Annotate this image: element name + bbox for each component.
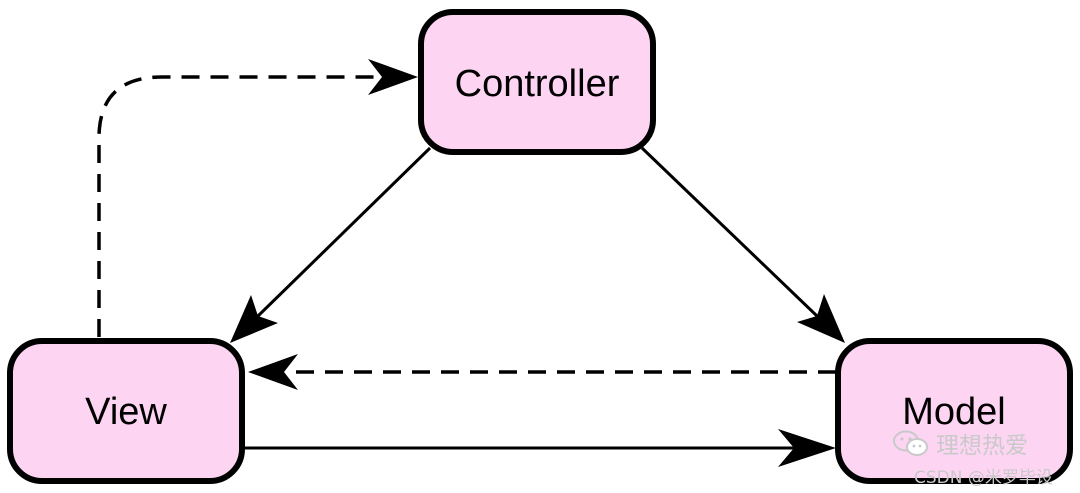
view-box: [7, 338, 245, 484]
wechat-icon: [893, 430, 928, 456]
watermark-sub: CSDN @米罗毕设: [914, 468, 1053, 488]
edge-controller-to-view: [256, 146, 432, 318]
view-node: View: [7, 338, 245, 484]
arrowhead-model-in-from-view: [778, 429, 836, 467]
controller-box: [418, 9, 656, 155]
watermark-main-text: 理想热爱: [936, 433, 1028, 459]
edge-controller-to-model: [640, 146, 819, 318]
model-node: Model: [835, 338, 1073, 484]
watermark-main: 理想热爱: [892, 426, 1028, 460]
model-label: Model: [902, 391, 1006, 433]
arrowhead-controller-in: [368, 59, 418, 95]
arrowhead-view-in-from-model: [248, 354, 298, 390]
edge-view-to-controller: [97, 75, 378, 337]
controller-label: Controller: [455, 63, 620, 105]
view-label: View: [85, 391, 167, 433]
arrowhead-model-in-from-controller: [797, 294, 845, 343]
controller-node: Controller: [418, 9, 656, 155]
arrowhead-view-in-from-controller: [230, 295, 278, 343]
